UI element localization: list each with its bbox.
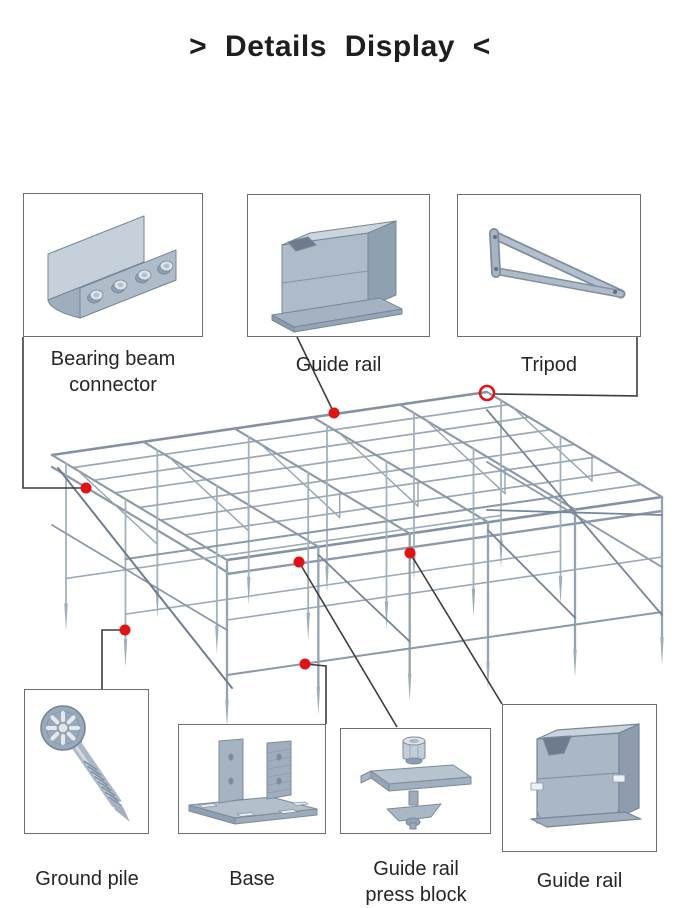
callout-line-base	[304, 663, 327, 724]
ground-pile-image	[40, 705, 130, 822]
callout-lines	[22, 336, 638, 728]
part-label-bearing-beam-connector: Bearing beam connector	[50, 348, 176, 396]
part-label-guide-rail: Guide rail	[295, 354, 382, 376]
callout-line-tripod	[494, 337, 638, 397]
part-card-ground-pile	[24, 689, 149, 834]
callout-line-guide-rail	[296, 336, 335, 414]
guide-rail-image	[271, 220, 403, 333]
base-image	[188, 738, 318, 825]
callout-line-guide-rail-2	[409, 552, 503, 705]
marker-dot-bearing-beam-connector	[80, 482, 92, 494]
guide-rail-press-block-image	[360, 736, 472, 830]
marker-dot-guide-rail	[328, 407, 340, 419]
bearing-beam-connector-image	[47, 215, 177, 319]
callout-line-guide-rail-press-block	[298, 561, 398, 728]
marker-dot-guide-rail-press-block	[293, 556, 305, 568]
page-title: > Details Display <	[189, 30, 491, 63]
part-label-base: Base	[229, 868, 275, 890]
part-label-guide-rail-2: Guide rail	[536, 870, 623, 892]
part-card-guide-rail-press-block	[340, 728, 491, 834]
part-card-tripod	[457, 194, 641, 337]
callout-markers	[80, 384, 496, 670]
part-card-base	[178, 724, 326, 834]
tripod-image	[489, 228, 626, 299]
marker-dot-base	[299, 658, 311, 670]
part-card-bearing-beam-connector	[23, 193, 203, 337]
marker-dot-guide-rail-2	[404, 547, 416, 559]
part-card-guide-rail	[247, 194, 430, 337]
guide-rail-2-image	[530, 723, 642, 828]
marker-dot-ground-pile	[119, 624, 131, 636]
solar-mounting-structure-illustration	[50, 390, 664, 728]
callout-line-bearing-beam-connector	[22, 337, 86, 489]
part-label-ground-pile: Ground pile	[35, 868, 139, 890]
marker-ring-tripod	[478, 384, 496, 402]
part-label-guide-rail-press-block: Guide rail press block	[365, 858, 467, 906]
part-card-guide-rail-2	[502, 704, 657, 852]
callout-line-ground-pile	[101, 629, 125, 689]
part-label-tripod: Tripod	[521, 354, 577, 376]
